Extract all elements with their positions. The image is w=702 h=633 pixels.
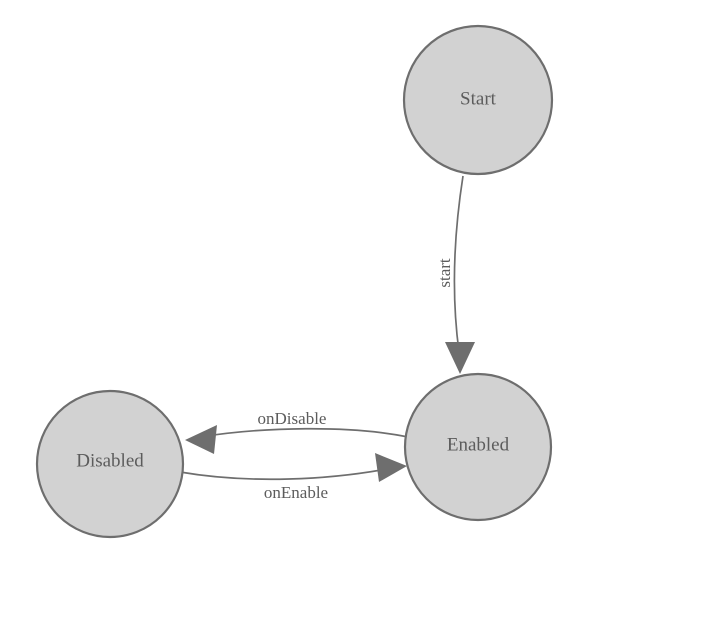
state-node-start-label: Start <box>460 88 497 109</box>
transition-disabled-to-enabled[interactable]: onEnable <box>179 453 407 502</box>
transition-disabled-to-enabled-path <box>179 467 393 481</box>
arrowhead-right-icon <box>375 453 407 482</box>
state-node-start[interactable]: Start <box>402 24 554 176</box>
transition-label-start: start <box>435 258 454 288</box>
state-node-disabled-label: Disabled <box>76 450 144 471</box>
arrowhead-left-icon <box>185 425 217 454</box>
transition-start-to-enabled[interactable]: start <box>435 175 475 374</box>
state-node-disabled-circle <box>35 389 185 539</box>
state-node-enabled[interactable]: Enabled <box>403 372 553 522</box>
state-node-start-circle <box>402 24 554 176</box>
state-node-enabled-circle <box>403 372 553 522</box>
state-node-disabled[interactable]: Disabled <box>35 389 185 539</box>
transition-label-onenable: onEnable <box>264 483 328 502</box>
transition-enabled-to-disabled[interactable]: onDisable <box>185 409 409 454</box>
arrowhead-down-icon <box>445 342 475 374</box>
transition-start-to-enabled-path <box>453 175 464 353</box>
transition-label-ondisable: onDisable <box>258 409 327 428</box>
transition-enabled-to-disabled-path <box>199 427 409 438</box>
state-node-enabled-label: Enabled <box>447 434 510 455</box>
